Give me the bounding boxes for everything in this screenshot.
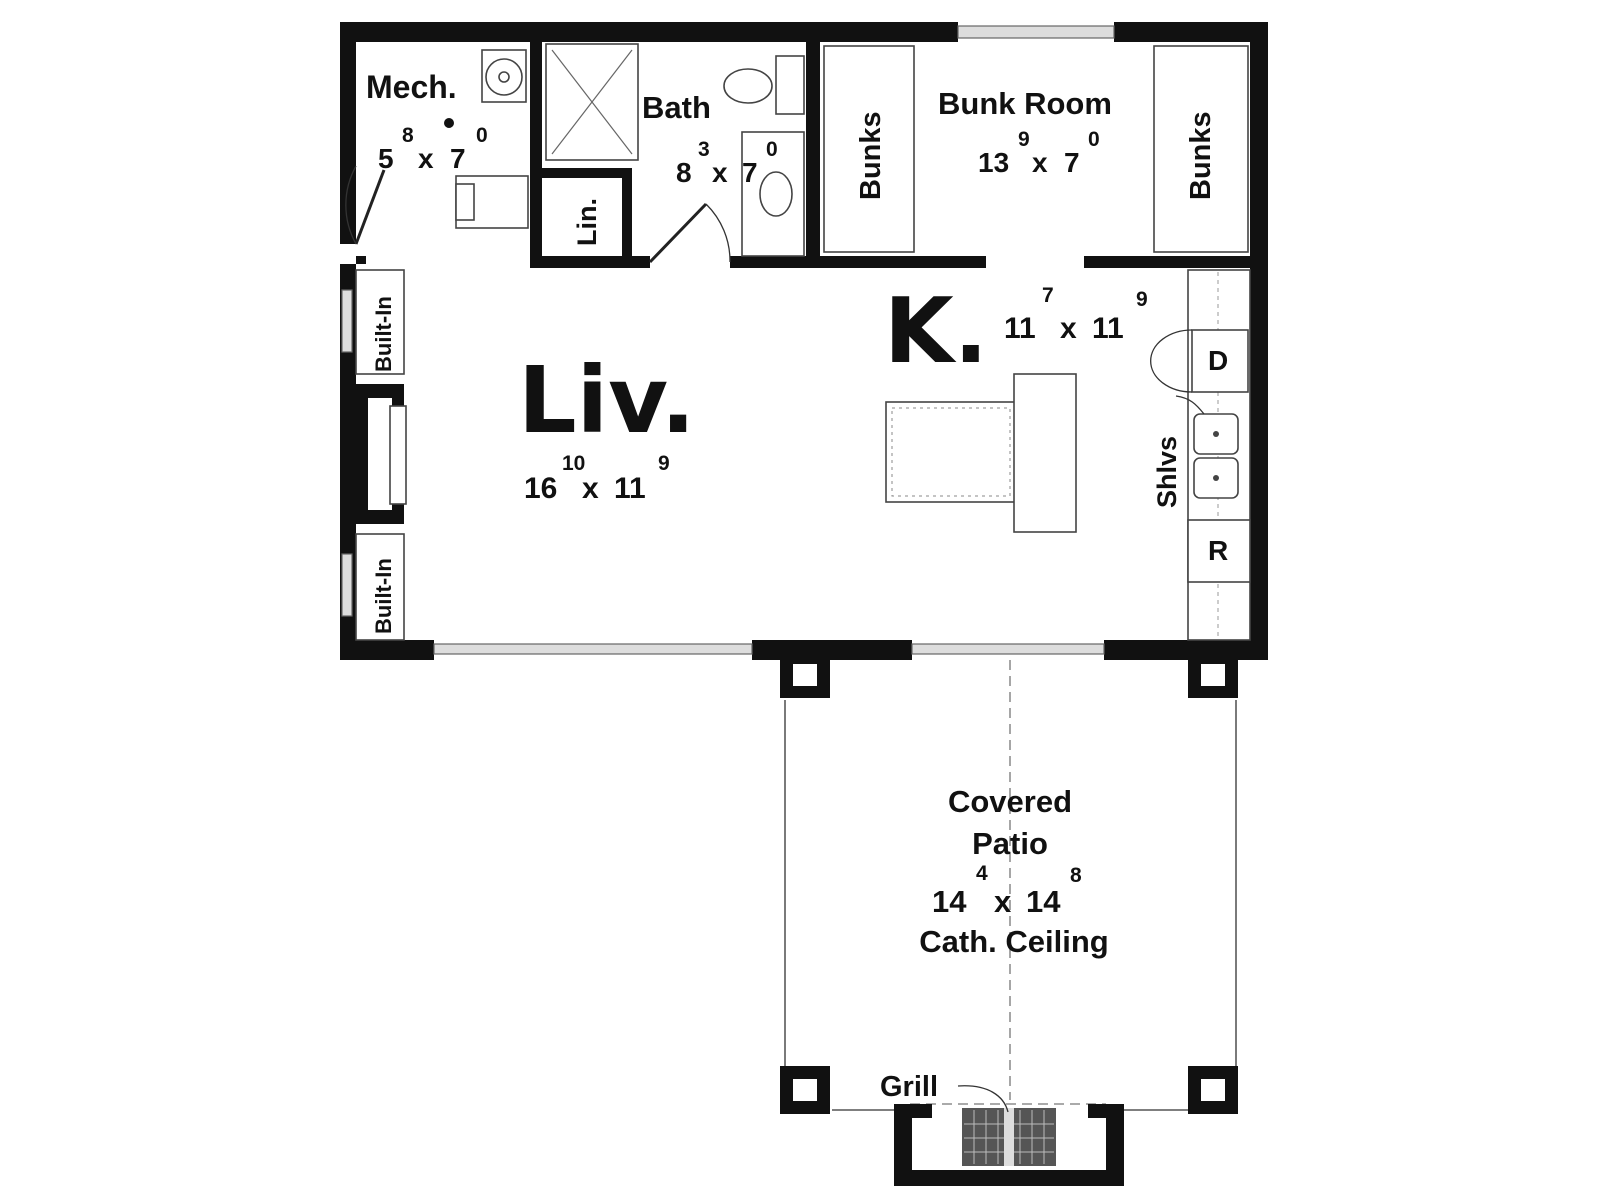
refrigerator-icon	[1187, 519, 1251, 583]
built-in-top-outline	[341, 269, 405, 375]
bath-width: 8	[676, 157, 692, 188]
toilet-icon	[723, 55, 805, 115]
bunk-room-width: 13	[978, 147, 1009, 178]
exterior-walls	[340, 22, 1268, 660]
refrigerator-label: R	[1208, 535, 1228, 566]
mech-x: x	[418, 143, 434, 174]
shelves-label: Shlvs	[1152, 436, 1182, 508]
floor-drain-icon	[444, 118, 454, 128]
patio-outline	[784, 660, 1237, 1111]
bath-depth-inches: 0	[766, 138, 778, 161]
kitchen-counter	[1150, 269, 1251, 641]
living-x: x	[582, 472, 599, 505]
bunk-room-window	[957, 25, 1115, 39]
living-label: Liv.	[518, 347, 696, 454]
fireplace-icon	[356, 384, 407, 524]
built-in-bottom-outline	[341, 533, 405, 641]
living-width: 16	[524, 472, 557, 505]
dishwasher-label: D	[1208, 345, 1228, 376]
interior-walls	[356, 42, 1250, 268]
living-depth: 11	[614, 472, 646, 505]
bunk-room-label: Bunk Room	[938, 86, 1112, 121]
bunk-room-depth: 7	[1064, 147, 1080, 178]
patio-width: 14	[932, 884, 967, 919]
patio-depth: 14	[1026, 884, 1061, 919]
kitchen-x: x	[1060, 312, 1077, 345]
bath-label: Bath	[642, 90, 711, 125]
outdoor-kitchen	[894, 1085, 1124, 1186]
built-in-top-label: Built-In	[371, 296, 396, 372]
mech-depth: 7	[450, 143, 466, 174]
kitchen-width: 11	[1004, 312, 1036, 345]
grill-icon	[962, 1108, 1056, 1166]
bunk-room-x: x	[1032, 147, 1048, 178]
kitchen-sliding-door	[911, 643, 1105, 655]
dishwasher-icon	[1191, 329, 1249, 393]
patio-label-line1: Covered	[948, 784, 1072, 819]
patio-depth-inches: 8	[1070, 864, 1082, 887]
bath-door	[648, 202, 731, 264]
bunks-left-label: Bunks	[855, 111, 887, 200]
utility-sink-icon	[455, 175, 529, 229]
patio-x: x	[994, 884, 1012, 919]
linen-label: Lin.	[572, 198, 602, 246]
vanity-icon	[741, 131, 805, 257]
kitchen-width-inches: 7	[1042, 284, 1054, 307]
patio-label-line4: Cath. Ceiling	[919, 924, 1108, 959]
bath-depth: 7	[742, 157, 758, 188]
kitchen-depth: 11	[1092, 312, 1124, 345]
shower-icon	[545, 43, 639, 161]
mech-width: 5	[378, 143, 394, 174]
grill-leader-arrow	[957, 1085, 1009, 1113]
water-heater-icon	[481, 49, 527, 103]
grill-label: Grill	[880, 1071, 938, 1103]
living-depth-inches: 9	[658, 452, 670, 475]
bunk-room-width-inches: 9	[1018, 128, 1030, 151]
kitchen-sink-icon	[1193, 413, 1239, 499]
bath-x: x	[712, 157, 728, 188]
living-width-inches: 10	[562, 452, 585, 475]
bunk-room-depth-inches: 0	[1088, 128, 1100, 151]
patio-width-inches: 4	[976, 862, 988, 885]
kitchen-label: K.	[884, 279, 988, 384]
bunk-bed-left-outline	[823, 45, 915, 253]
kitchen-island-icon	[885, 373, 1077, 533]
bunk-bed-right-outline	[1153, 45, 1249, 253]
mech-door	[345, 165, 386, 245]
built-in-bottom-label: Built-In	[371, 558, 396, 634]
patio-label-line2: Patio	[972, 826, 1048, 861]
kitchen-depth-inches: 9	[1136, 288, 1148, 311]
bunks-right-label: Bunks	[1185, 111, 1217, 200]
mech-width-inches: 8	[402, 124, 414, 147]
mech-label: Mech.	[366, 69, 457, 105]
mech-depth-inches: 0	[476, 124, 488, 147]
patio-columns	[780, 652, 1238, 1114]
living-sliding-door	[433, 643, 753, 655]
bath-width-inches: 3	[698, 138, 710, 161]
